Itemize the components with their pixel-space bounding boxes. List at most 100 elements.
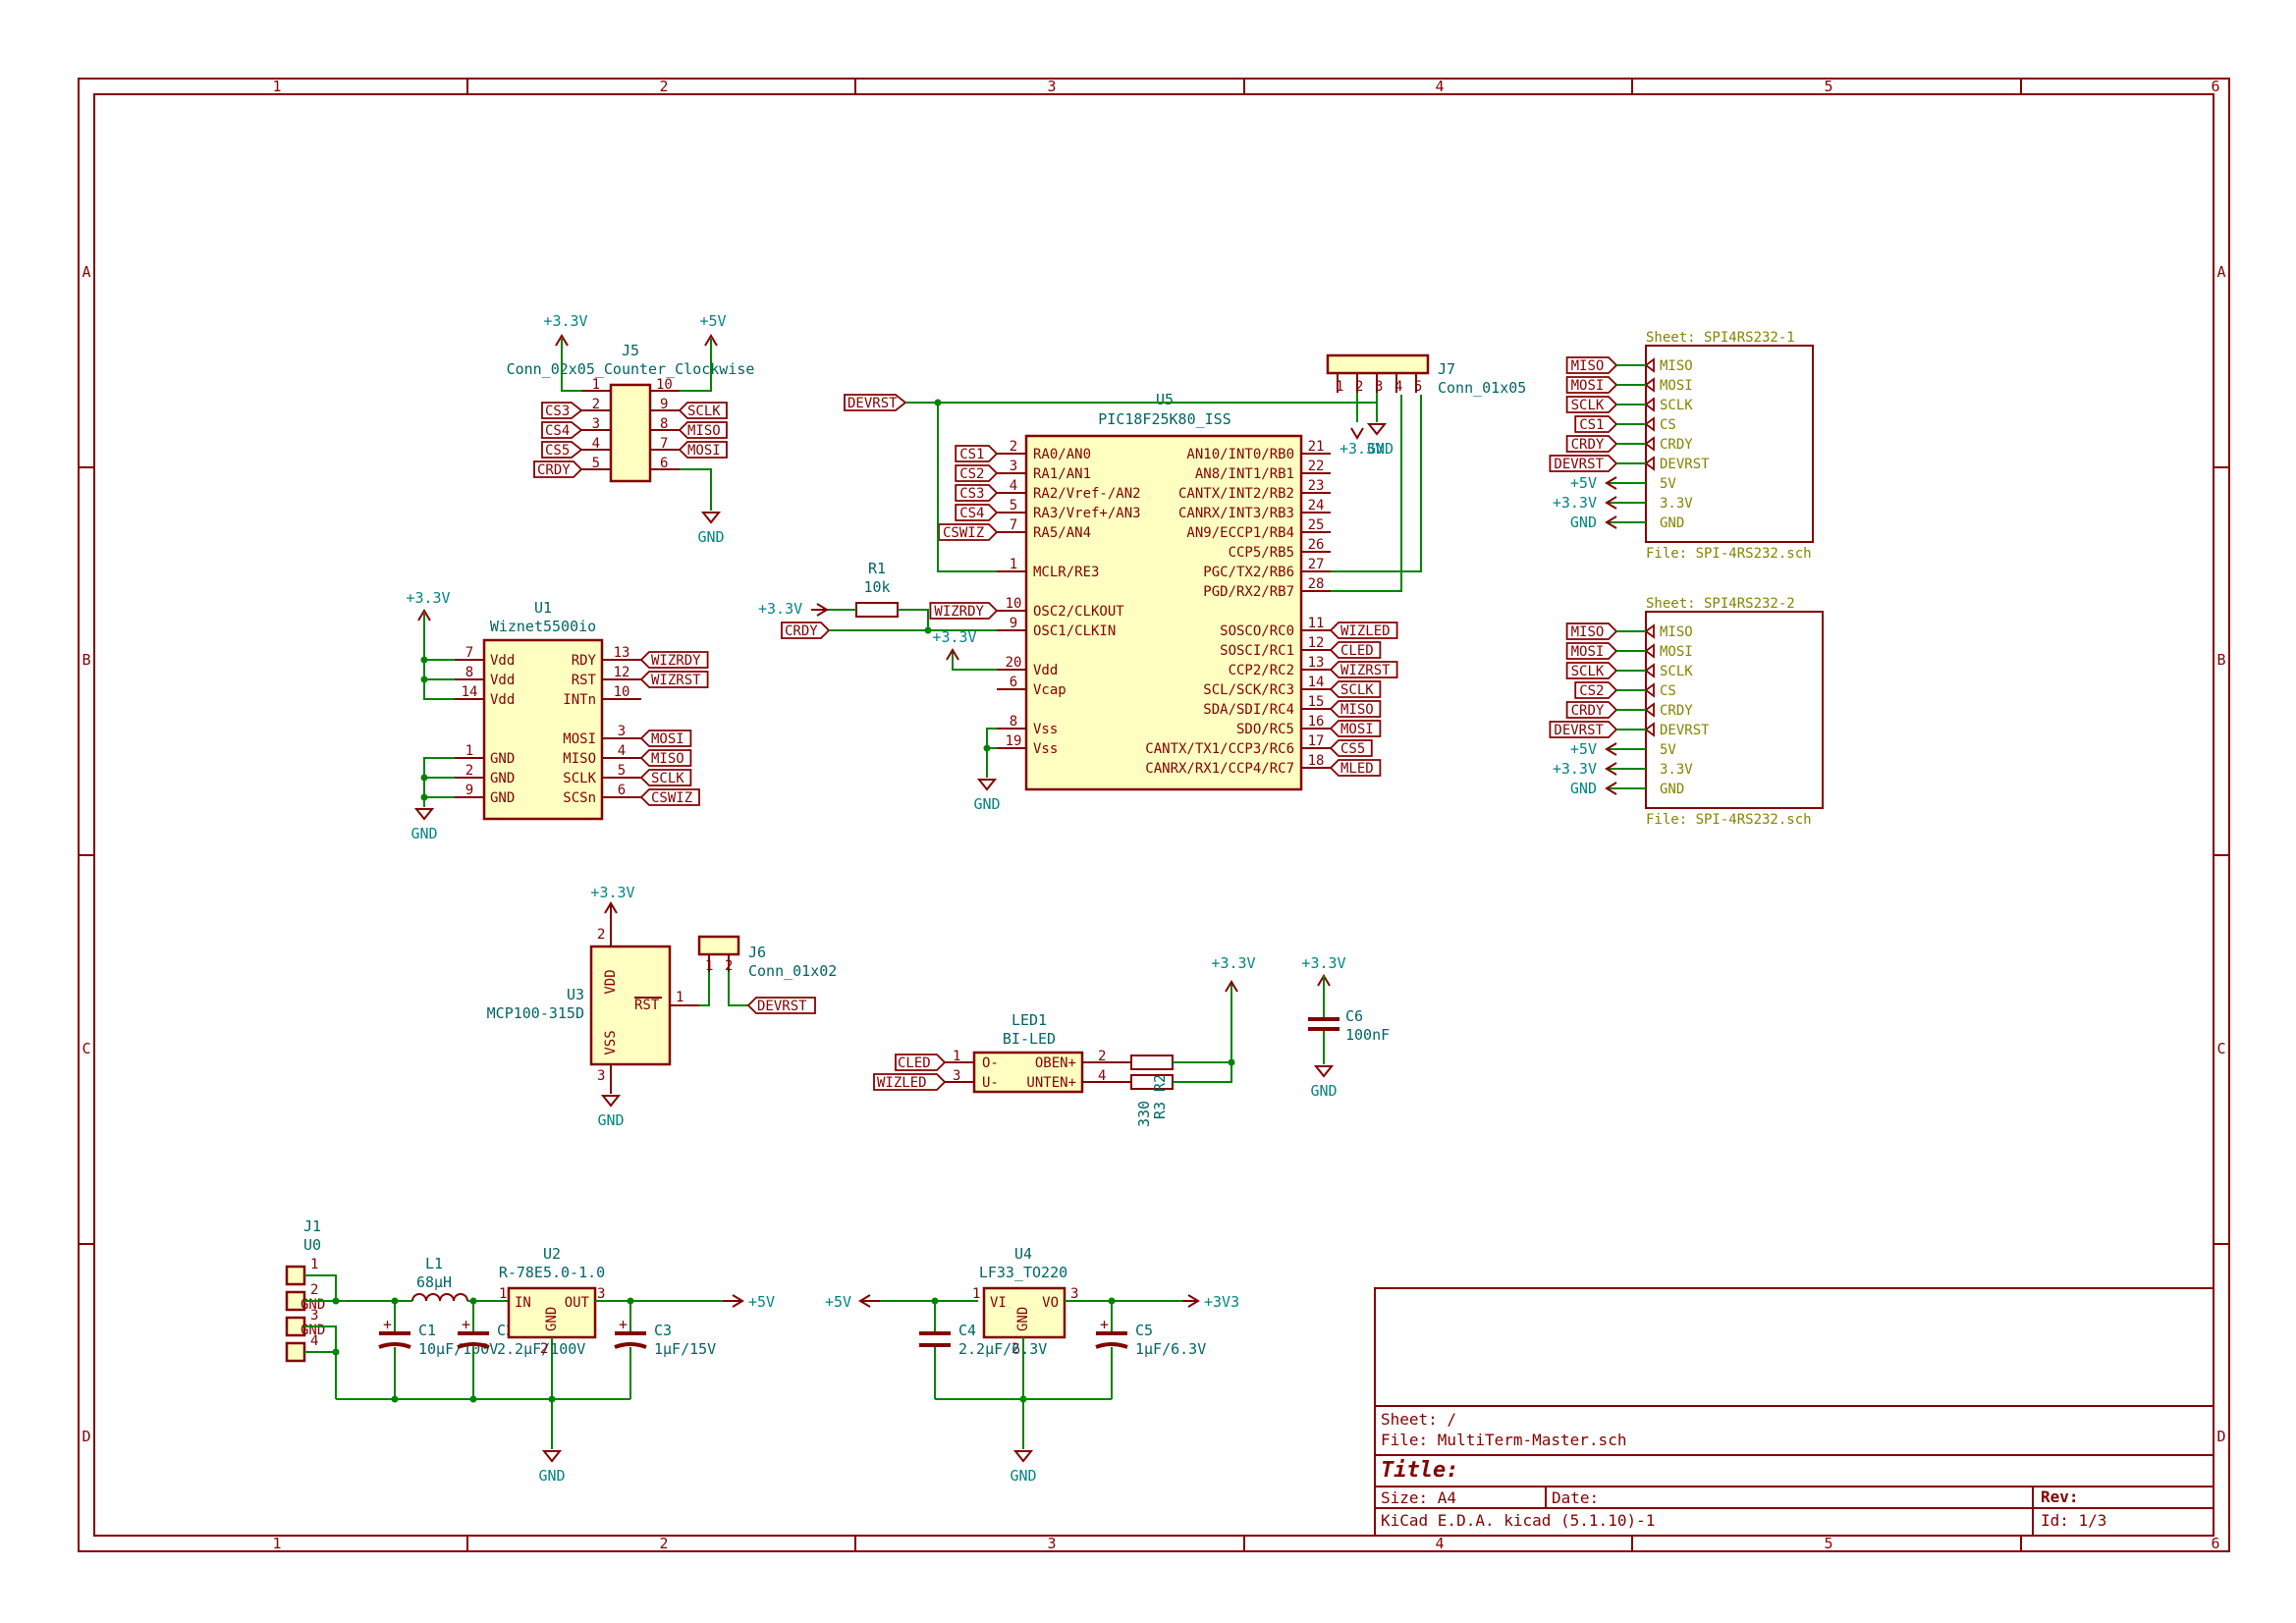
- u1-pin-num-1: 1: [465, 743, 473, 759]
- ic-u3-mcp100[interactable]: VDD VSS RST 2 3 1 U3 MCP100-315D +3.3V G…: [487, 884, 816, 1129]
- hier-sheet-2[interactable]: Sheet: SPI4RS232-2 File: SPI-4RS232.sch …: [1549, 596, 1824, 828]
- u1-pin-name-2: GND: [490, 771, 515, 786]
- sheet-2-port-0: MISO: [1660, 624, 1693, 640]
- hier-sheet-1[interactable]: Sheet: SPI4RS232-1 File: SPI-4RS232.sch …: [1549, 330, 1814, 562]
- u5-pin-name-15: SDA/SDI/RC4: [1203, 702, 1294, 718]
- title-block: Sheet: / File: MultiTerm-Master.sch Titl…: [1374, 1287, 2214, 1537]
- u1-label-miso-shape: [639, 749, 692, 767]
- sheet-1-label-2: SCLK: [1571, 398, 1605, 413]
- led1-label-cled: CLED: [898, 1055, 931, 1071]
- u5-label-cs3: CS3: [959, 486, 984, 502]
- regulator-u4[interactable]: U4 LF33_TO220 VI VO GND 1 3 2: [972, 1245, 1078, 1357]
- u5-pin-num-9: 9: [1010, 616, 1017, 631]
- u1-pin-name-5: SCLK: [563, 771, 596, 786]
- sheet-1-label-5-shape: [1549, 455, 1618, 472]
- c5-polarity-icon: +: [1100, 1316, 1109, 1333]
- led1-pin-u: U-: [982, 1075, 999, 1091]
- u5-pin-name-10: OSC2/CLKOUT: [1033, 604, 1124, 620]
- u1-label-wizrdy-shape: [639, 651, 709, 669]
- j5-label-mosi: MOSI: [687, 443, 721, 459]
- c4-value: 2.2µF/6.3V: [958, 1340, 1047, 1358]
- u5-label-cs1-shape: [955, 445, 999, 462]
- j7-pin-1: 1: [1336, 379, 1343, 395]
- u5-pin-name-4: RA2/Vref-/AN2: [1033, 486, 1141, 502]
- sheet-1-port-1: MOSI: [1660, 378, 1693, 394]
- u5-pin-num-21: 21: [1308, 439, 1325, 455]
- regulator-u2[interactable]: U2 R-78E5.0-1.0 IN OUT GND 1 3 2: [499, 1245, 606, 1357]
- sheet-2-port-4: CRDY: [1660, 703, 1693, 719]
- c6-gnd: GND: [1310, 1082, 1337, 1100]
- sheet-1-label-0: MISO: [1571, 358, 1605, 374]
- j5-pin-7: 7: [660, 436, 668, 452]
- u1-pin-num-3: 3: [618, 724, 626, 739]
- u3-vdd: VDD: [603, 969, 619, 994]
- sheet-1-port-5: DEVRST: [1660, 457, 1710, 472]
- u5-label-sclk: SCLK: [1340, 682, 1374, 698]
- u2-pin-1: 1: [499, 1286, 507, 1302]
- led-led1[interactable]: LED1 BI-LED 1 3 2 4 O- U- OBEN+ UNTEN+ C…: [873, 954, 1256, 1127]
- c6-ref: C6: [1345, 1007, 1363, 1025]
- sheet-1-label-5: DEVRST: [1554, 457, 1604, 472]
- j1-pin-3: 3: [310, 1308, 318, 1324]
- u1-pin-num-7: 7: [465, 645, 473, 661]
- capacitor-c1[interactable]: + C1 10µF/100V: [378, 1301, 498, 1399]
- u5-pin-name-28: PGD/RX2/RB7: [1203, 584, 1294, 600]
- resistor-r1[interactable]: R1 10k +3.3V CRDY: [758, 560, 997, 639]
- u4-value: LF33_TO220: [979, 1264, 1067, 1281]
- u5-pwr-3v3: +3.3V: [932, 628, 976, 646]
- capacitor-c4[interactable]: C4 2.2µF/6.3V: [919, 1301, 1047, 1399]
- u5-value: PIC18F25K80_ISS: [1098, 410, 1230, 428]
- u4-pwr-3v3: +3V3: [1204, 1293, 1239, 1311]
- u5-pin-name-8: Vss: [1033, 722, 1058, 737]
- u5-pin-num-12: 12: [1308, 635, 1325, 651]
- sheet-2-label-1-shape: [1565, 642, 1618, 660]
- u5-pin-num-17: 17: [1308, 733, 1325, 749]
- led1-pwr-3v3: +3.3V: [1211, 954, 1255, 972]
- drawing-frame: 1 2 3 4 5 6 1 2 3 4 5 6 A B C D A B C D: [78, 78, 2230, 1552]
- connector-j6[interactable]: 1 2 J6 Conn_01x02: [697, 935, 837, 980]
- j5-pin-8: 8: [660, 416, 668, 432]
- j7-ref: J7: [1438, 360, 1455, 378]
- u5-pin-name-23: CANTX/INT2/RB2: [1178, 486, 1294, 502]
- capacitor-c6[interactable]: +3.3V GND C6 100nF: [1301, 954, 1390, 1100]
- sheet-1-label-4-shape: [1565, 435, 1618, 453]
- connector-j5[interactable]: J5 Conn_02x05_Counter_Clockwise 1 2 3 4 …: [507, 312, 755, 546]
- u5-pin-name-3: RA1/AN1: [1033, 466, 1091, 482]
- c5-value: 1µF/6.3V: [1135, 1340, 1206, 1358]
- u5-label-cswiz: CSWIZ: [943, 525, 984, 541]
- connector-j7[interactable]: 1 2 3 4 5 J7 Conn_01x05 +3.3V GND: [1326, 353, 1526, 458]
- sheet-2-label-3-shape: [1574, 681, 1618, 699]
- led1-pin-o: O-: [982, 1055, 999, 1071]
- u5-pin-num-28: 28: [1308, 576, 1325, 592]
- u5-pin-num-3: 3: [1010, 459, 1017, 474]
- sheet-1-port-7: 3.3V: [1660, 496, 1693, 512]
- connector-j1[interactable]: 1 2 3 4 GND GND: [285, 1257, 325, 1363]
- u1-pin-name-10: INTn: [563, 692, 596, 708]
- sheet-2-port-7: 3.3V: [1660, 762, 1693, 778]
- sheet-1-port-marker-5: [1644, 456, 1655, 471]
- title-block-rev: Rev:: [2041, 1488, 2079, 1506]
- sheet-2-label-2: SCLK: [1571, 664, 1605, 679]
- j1-value: U0: [303, 1236, 321, 1254]
- title-block-date: Date:: [1552, 1488, 1599, 1507]
- sheet-1-port-marker-0: [1644, 357, 1655, 373]
- c6-value: 100nF: [1345, 1026, 1390, 1044]
- u5-pin-num-10: 10: [1006, 596, 1022, 612]
- u1-pin-name-7: Vdd: [490, 653, 515, 669]
- capacitor-c3[interactable]: + C3 1µF/15V: [614, 1301, 716, 1399]
- j7-value: Conn_01x05: [1438, 379, 1526, 397]
- capacitor-c5[interactable]: + C5 1µF/6.3V: [1095, 1301, 1206, 1399]
- u1-pin-num-9: 9: [465, 783, 473, 798]
- frame-row-b-right: B: [2216, 651, 2225, 669]
- j5-pin-6: 6: [660, 456, 668, 471]
- j5-label-sclk: SCLK: [687, 404, 721, 419]
- j1-net-gnd-1: GND: [301, 1297, 325, 1313]
- sheet-1-port-marker-1: [1644, 377, 1655, 393]
- frame-col-2: 2: [659, 78, 668, 95]
- frame-col-2-bottom: 2: [659, 1535, 668, 1552]
- j5-pin-9: 9: [660, 397, 668, 412]
- c3-polarity-icon: +: [619, 1316, 628, 1333]
- c4-ref: C4: [958, 1322, 976, 1339]
